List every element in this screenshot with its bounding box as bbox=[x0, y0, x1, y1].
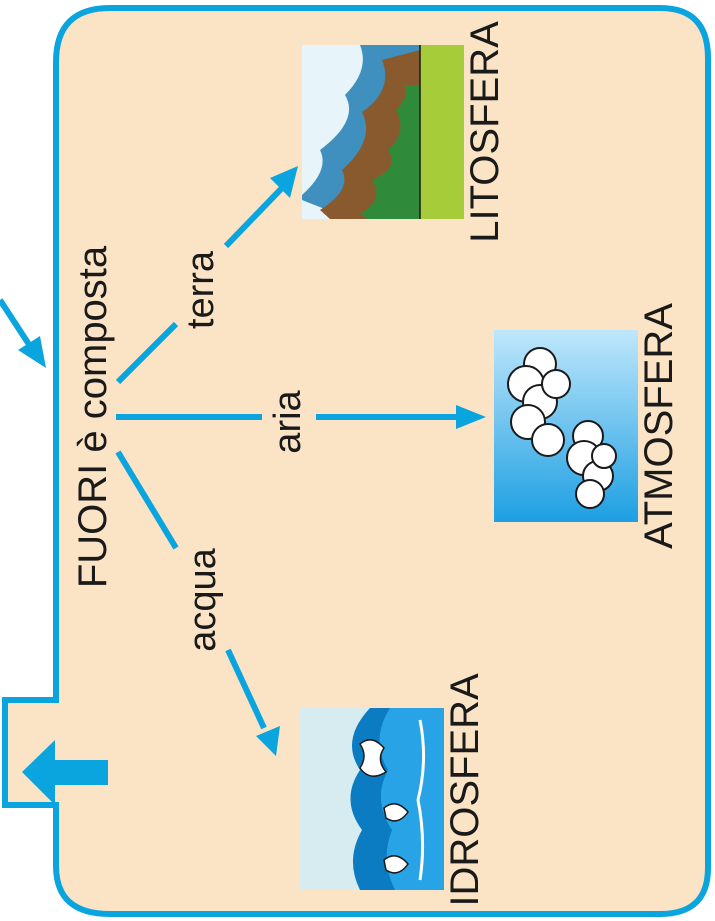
mountains-icon bbox=[302, 45, 464, 219]
incoming-arrow bbox=[0, 298, 46, 368]
target-label-atmosfera: ATMOSFERA bbox=[637, 303, 681, 549]
edge-label-terra: terra bbox=[180, 250, 222, 329]
waves-icon bbox=[300, 708, 444, 890]
target-label-litosfera: LITOSFERA bbox=[463, 21, 507, 243]
arrow-acqua bbox=[115, 450, 280, 756]
clouds-icon bbox=[494, 330, 638, 522]
target-label-idrosfera: IDROSFERA bbox=[443, 673, 487, 907]
left-arrow-icon[interactable] bbox=[22, 740, 108, 805]
source-label: FUORI è composta bbox=[71, 245, 115, 588]
edge-label-aria: aria bbox=[267, 389, 309, 453]
arrow-aria bbox=[116, 405, 486, 429]
arrow-terra bbox=[115, 166, 298, 385]
diagram-panel bbox=[2, 5, 711, 917]
edge-label-acqua: acqua bbox=[182, 547, 224, 651]
